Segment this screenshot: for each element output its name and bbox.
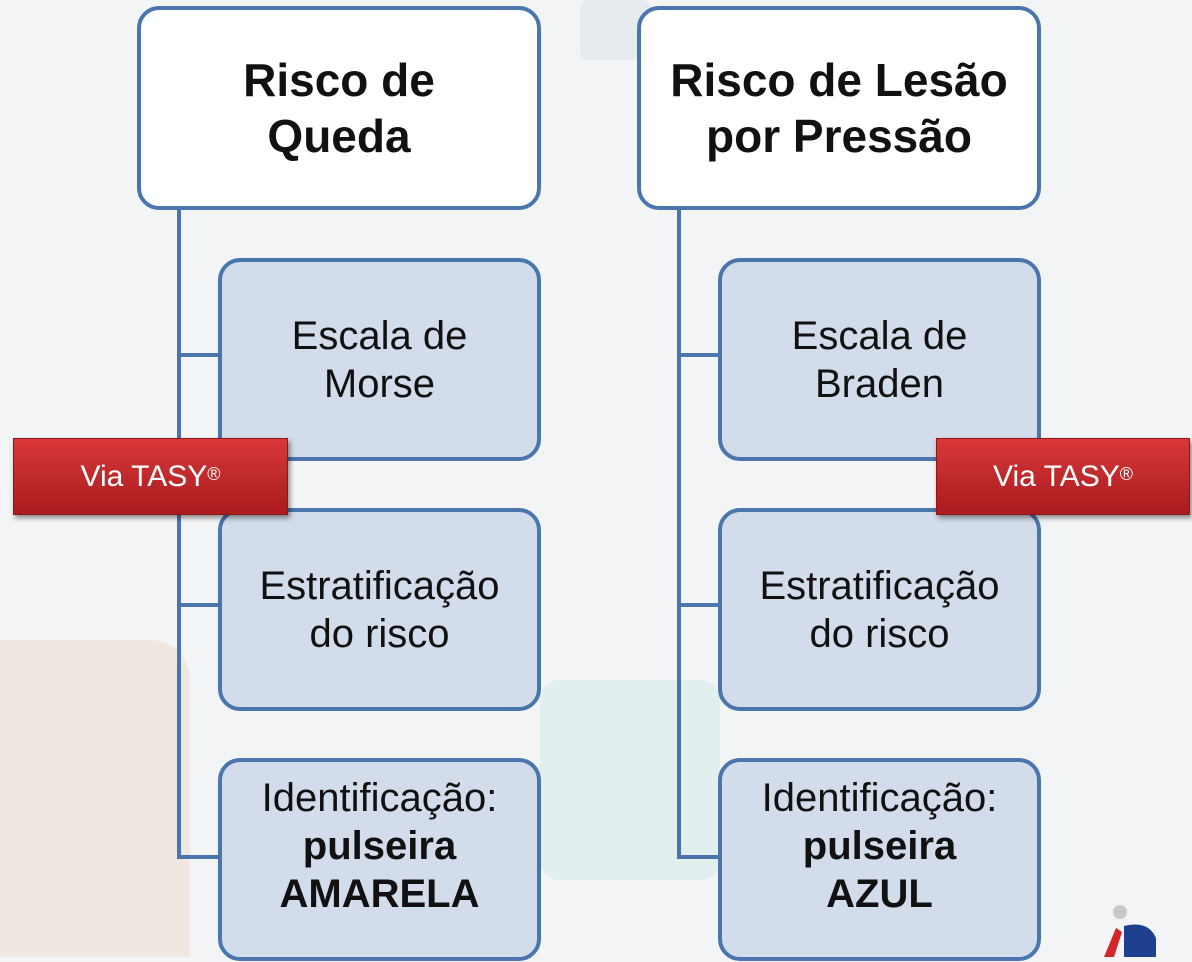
connector-left-branch-3 <box>177 855 222 859</box>
header-risco-de-queda: Risco de Queda <box>137 6 541 210</box>
header-line: Queda <box>267 110 411 162</box>
via-tasy-badge-right: Via TASY® <box>936 438 1190 515</box>
node-line: Escala de <box>291 313 468 358</box>
connector-right-vertical <box>677 205 681 859</box>
badge-text: Via TASY <box>992 459 1120 493</box>
badge-text: Via TASY <box>80 459 208 493</box>
via-tasy-badge-left: Via TASY® <box>13 438 288 515</box>
node-line: Estratificação <box>759 563 1000 608</box>
node-line-bold: pulseira <box>802 824 957 868</box>
node-estratificacao-left: Estratificação do risco <box>218 508 541 711</box>
connector-left-vertical <box>177 205 181 859</box>
header-line: Risco de Lesão <box>670 53 1008 106</box>
node-identificacao-right: Identificação: pulseira AZUL <box>718 758 1041 961</box>
node-line: Escala de <box>791 313 968 358</box>
node-line-bold: AMARELA <box>279 872 480 916</box>
node-escala-de-morse: Escala de Morse <box>218 258 541 461</box>
connector-right-branch-2 <box>677 603 722 607</box>
connector-right-branch-3 <box>677 855 722 859</box>
connector-right-branch-1 <box>677 353 722 357</box>
connector-left-branch-1 <box>177 353 222 357</box>
registered-mark: ® <box>1119 464 1133 484</box>
background-shape-center <box>540 680 720 880</box>
node-escala-de-braden: Escala de Braden <box>718 258 1041 461</box>
node-line: Estratificação <box>259 563 500 608</box>
header-risco-de-lesao: Risco de Lesão por Pressão <box>637 6 1041 210</box>
node-line: Morse <box>323 361 436 406</box>
node-identificacao-left: Identificação: pulseira AMARELA <box>218 758 541 961</box>
node-line: do risco <box>809 611 950 656</box>
node-line: Identificação: <box>761 776 998 820</box>
node-estratificacao-right: Estratificação do risco <box>718 508 1041 711</box>
node-line-bold: AZUL <box>826 872 933 916</box>
connector-left-branch-2 <box>177 603 222 607</box>
node-line: Braden <box>815 361 944 406</box>
header-line: por Pressão <box>706 110 972 162</box>
node-line: do risco <box>309 611 450 656</box>
node-line: Identificação: <box>261 776 498 820</box>
header-line: Risco de <box>243 53 435 106</box>
node-line-bold: pulseira <box>302 824 457 868</box>
background-shape-left <box>0 640 190 957</box>
corner-logo-icon <box>1096 898 1192 957</box>
registered-mark: ® <box>207 464 221 484</box>
